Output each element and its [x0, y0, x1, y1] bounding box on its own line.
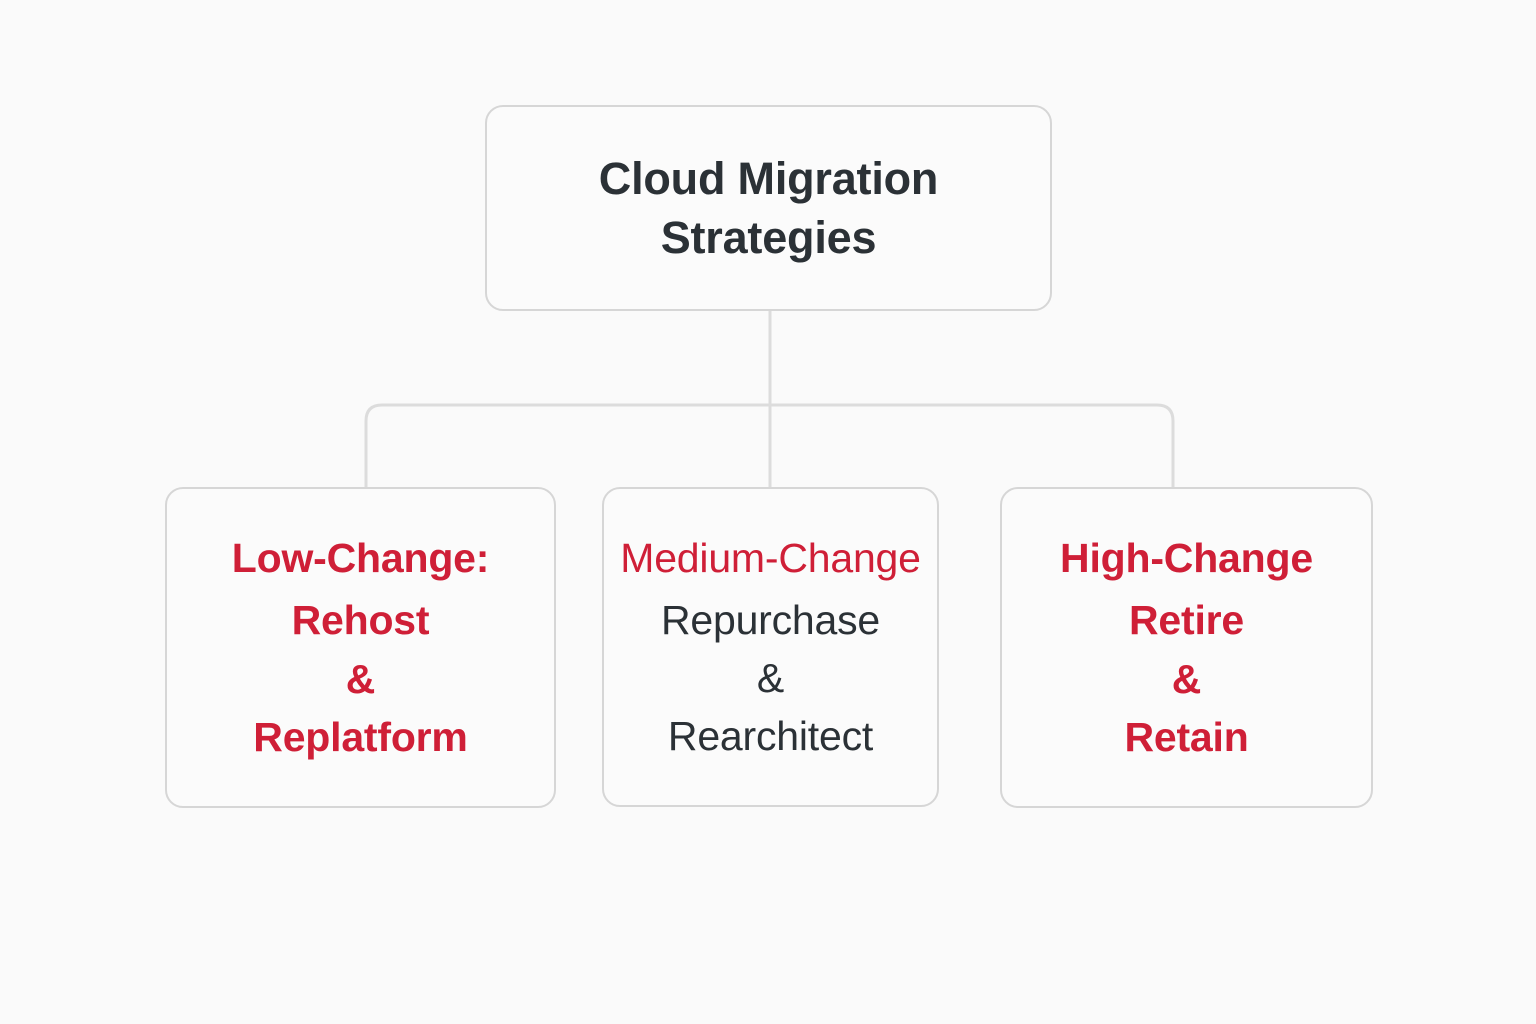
node-low-change-heading: Low-Change:	[231, 535, 490, 582]
node-medium-change[interactable]: Medium-Change Repurchase & Rearchitect	[602, 487, 939, 807]
connector-right-elbow	[770, 403, 1175, 487]
node-high-change-item-2: Retain	[1124, 713, 1249, 760]
node-medium-change-ampersand: &	[756, 655, 785, 701]
node-low-change-item-1: Rehost	[291, 597, 430, 644]
node-high-change-item-1: Retire	[1128, 597, 1244, 644]
node-high-change-heading: High-Change	[1060, 535, 1313, 582]
node-high-change-ampersand: &	[1171, 655, 1202, 702]
node-medium-change-item-1: Repurchase	[660, 596, 881, 643]
node-root[interactable]: Cloud Migration Strategies	[485, 105, 1052, 311]
node-root-line-1: Cloud Migration	[598, 152, 939, 204]
connector-left-elbow	[364, 403, 770, 487]
node-root-line-2: Strategies	[660, 212, 877, 263]
node-high-change[interactable]: High-Change Retire & Retain	[1000, 487, 1373, 808]
node-low-change-item-2: Replatform	[253, 713, 468, 760]
node-low-change[interactable]: Low-Change: Rehost & Replatform	[165, 487, 556, 808]
node-medium-change-item-2: Rearchitect	[667, 713, 874, 760]
node-medium-change-heading: Medium-Change	[620, 534, 921, 581]
node-low-change-ampersand: &	[345, 655, 376, 702]
